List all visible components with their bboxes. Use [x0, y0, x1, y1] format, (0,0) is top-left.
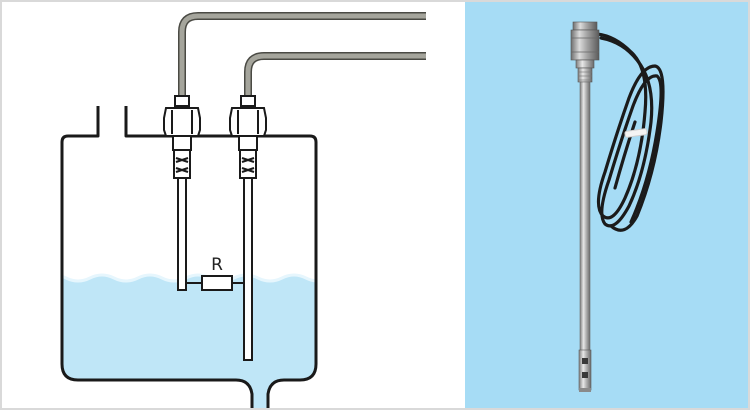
liquid — [62, 273, 316, 408]
resistor-label: R — [211, 255, 223, 275]
tank-diagram-panel: R — [2, 2, 465, 408]
probe-icon — [229, 95, 267, 361]
sensor-head — [570, 21, 600, 83]
sensor-cable — [595, 32, 665, 232]
sensor-photo-panel — [465, 2, 748, 408]
level-sensor-icon — [570, 21, 665, 392]
liquid-body — [62, 275, 316, 408]
resistor — [186, 275, 244, 291]
sensor-rod — [579, 81, 591, 391]
probe-icon — [163, 95, 201, 291]
cable-tie — [624, 128, 648, 138]
tank-icon — [60, 106, 318, 408]
tank-diagram: R — [60, 12, 426, 408]
sensor-tip — [578, 349, 592, 392]
